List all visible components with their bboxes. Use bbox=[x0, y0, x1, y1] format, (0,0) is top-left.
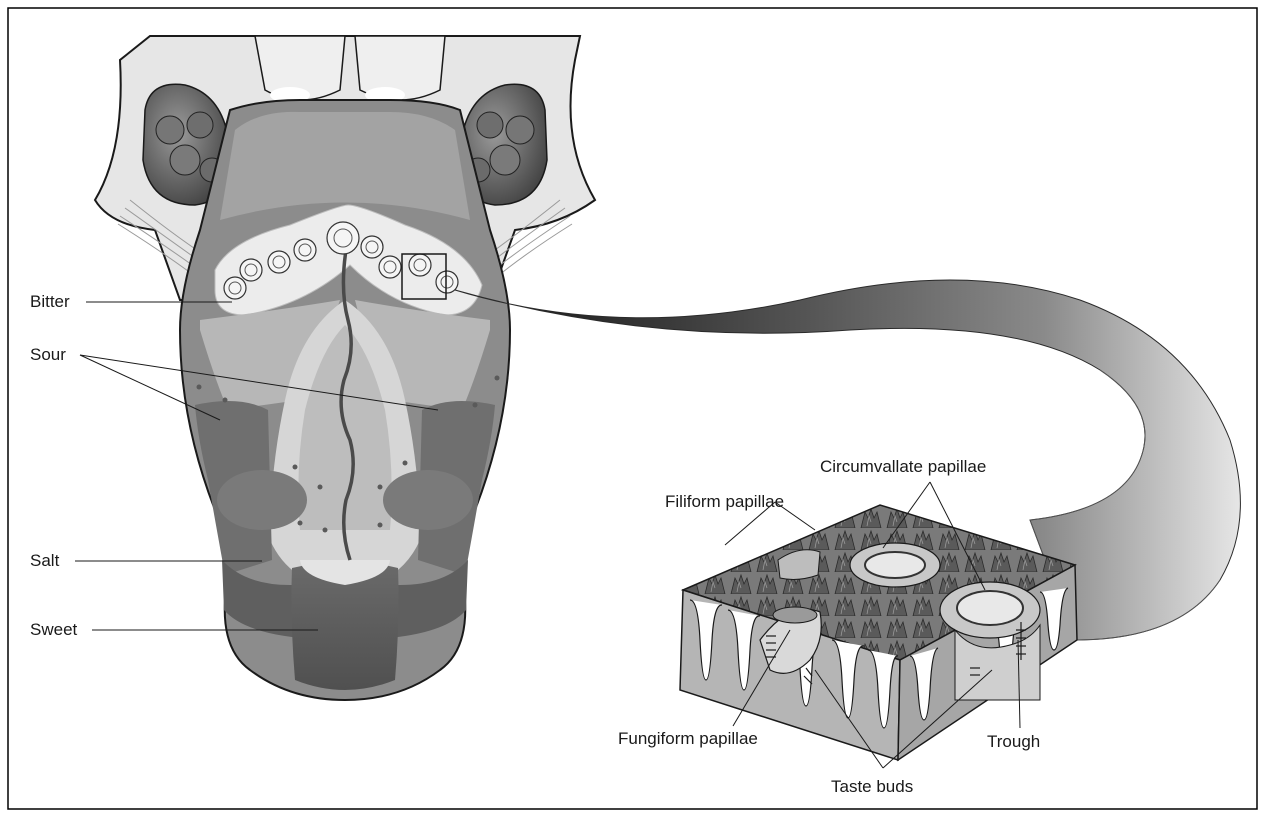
label-sour: Sour bbox=[30, 345, 66, 365]
tissue-block bbox=[680, 505, 1077, 760]
label-bitter: Bitter bbox=[30, 292, 70, 312]
label-sweet: Sweet bbox=[30, 620, 77, 640]
label-fungiform-papillae: Fungiform papillae bbox=[618, 729, 758, 749]
tongue bbox=[95, 36, 595, 700]
label-trough: Trough bbox=[987, 732, 1040, 752]
label-salt: Salt bbox=[30, 551, 59, 571]
label-taste-buds: Taste buds bbox=[831, 777, 913, 797]
label-circumvallate-papillae: Circumvallate papillae bbox=[820, 457, 986, 477]
label-filiform-papillae: Filiform papillae bbox=[665, 492, 784, 512]
